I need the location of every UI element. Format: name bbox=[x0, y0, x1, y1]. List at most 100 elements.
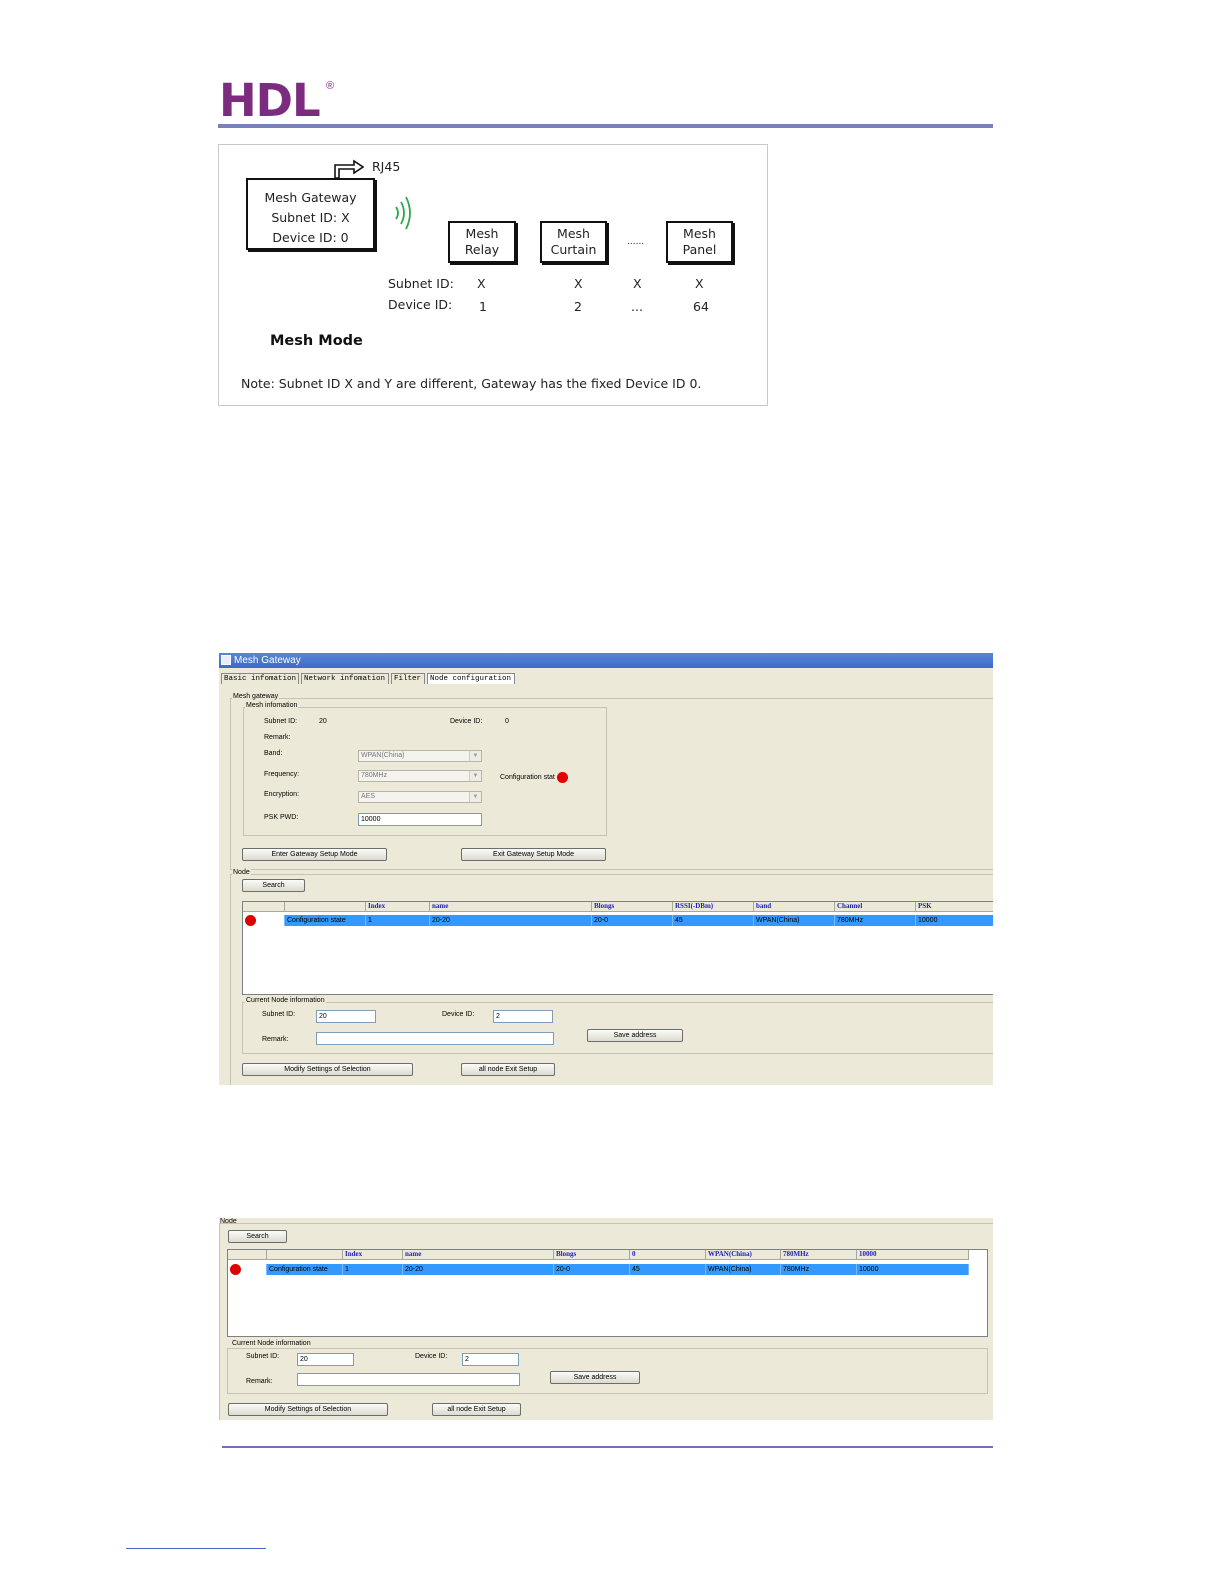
node-group-label: Node bbox=[219, 1218, 238, 1226]
current-subnet-input[interactable]: 20 bbox=[297, 1353, 354, 1366]
exit-gateway-setup-button[interactable]: Exit Gateway Setup Mode bbox=[461, 848, 606, 861]
column-header[interactable]: Blongs bbox=[554, 1250, 630, 1260]
row-status-cell bbox=[228, 1264, 267, 1275]
device-value: 1 bbox=[479, 299, 487, 314]
current-device-input[interactable]: 2 bbox=[493, 1010, 553, 1023]
table-cell: 1 bbox=[343, 1264, 403, 1275]
tab-filter[interactable]: Filter bbox=[391, 673, 425, 684]
current-remark-input[interactable] bbox=[316, 1032, 554, 1045]
ellipsis: ...... bbox=[627, 237, 645, 247]
column-header[interactable]: Channel bbox=[835, 902, 916, 912]
tab-basic-info[interactable]: Basic infomation bbox=[221, 673, 299, 684]
table-cell: 10000 bbox=[857, 1264, 969, 1275]
band-label: Band: bbox=[264, 750, 283, 757]
column-header[interactable]: 10000 bbox=[857, 1250, 969, 1260]
node-group bbox=[219, 1223, 993, 1420]
column-header[interactable]: band bbox=[754, 902, 835, 912]
table-cell: Configuration state bbox=[285, 915, 366, 926]
save-address-button[interactable]: Save address bbox=[550, 1371, 640, 1384]
column-header[interactable]: 0 bbox=[630, 1250, 706, 1260]
table-cell: WPAN(China) bbox=[754, 915, 835, 926]
row-status-indicator bbox=[245, 915, 256, 926]
relay-line: Relay bbox=[464, 242, 500, 257]
config-state-indicator bbox=[557, 772, 568, 783]
current-subnet-label: Subnet ID: bbox=[262, 1011, 296, 1018]
node-section-screenshot: Node Search Index name Blongs 0 WPAN(Chi… bbox=[219, 1218, 993, 1420]
brand-logo: HDL bbox=[219, 74, 321, 127]
gateway-line: Mesh Gateway bbox=[264, 190, 357, 205]
device-value: 2 bbox=[574, 299, 582, 314]
curtain-line: Curtain bbox=[550, 242, 597, 257]
modify-selection-button[interactable]: Modify Settings of Selection bbox=[242, 1063, 413, 1076]
wireless-signal-icon bbox=[395, 196, 411, 230]
mesh-info-group-label: Mesh infomation bbox=[245, 702, 299, 710]
current-node-group-label: Current Node information bbox=[245, 997, 326, 1005]
table-cell: Configuration state bbox=[267, 1264, 343, 1275]
tab-node-configuration[interactable]: Node configuration bbox=[427, 673, 515, 684]
modify-selection-button[interactable]: Modify Settings of Selection bbox=[228, 1403, 388, 1416]
subnet-label: Subnet ID: bbox=[264, 718, 298, 725]
frequency-select[interactable]: 780MHz▼ bbox=[358, 770, 482, 782]
registered-mark: ® bbox=[326, 80, 335, 92]
current-device-label: Device ID: bbox=[442, 1011, 475, 1018]
app-icon bbox=[221, 655, 231, 665]
table-row[interactable]: Configuration state 1 20-20 20-0 45 WPAN… bbox=[243, 915, 993, 926]
psk-label: PSK PWD: bbox=[264, 814, 299, 821]
gateway-box: Mesh Gateway Subnet ID: X Device ID: 0 bbox=[246, 178, 375, 250]
current-remark-input[interactable] bbox=[297, 1373, 520, 1386]
encryption-select-value: AES bbox=[361, 793, 376, 800]
table-cell: 1 bbox=[366, 915, 430, 926]
current-device-input[interactable]: 2 bbox=[462, 1353, 519, 1366]
diagram-note: Note: Subnet ID X and Y are different, G… bbox=[241, 376, 702, 391]
column-header[interactable] bbox=[228, 1250, 267, 1260]
current-subnet-input[interactable]: 20 bbox=[316, 1010, 376, 1023]
column-header[interactable]: WPAN(China) bbox=[706, 1250, 781, 1260]
node-group-label: Node bbox=[232, 869, 251, 877]
column-header[interactable] bbox=[285, 902, 366, 912]
column-header[interactable]: 780MHz bbox=[781, 1250, 857, 1260]
frequency-label: Frequency: bbox=[264, 771, 300, 778]
all-node-exit-button[interactable]: all node Exit Setup bbox=[461, 1063, 555, 1076]
column-header[interactable]: name bbox=[430, 902, 592, 912]
node-table[interactable]: Index name Blongs 0 WPAN(China) 780MHz 1… bbox=[227, 1249, 988, 1337]
table-cell: 780MHz bbox=[781, 1264, 857, 1275]
table-row[interactable]: Configuration state 1 20-20 20-0 45 WPAN… bbox=[228, 1264, 969, 1275]
footer-rule bbox=[222, 1446, 993, 1448]
column-header[interactable]: Blongs bbox=[592, 902, 673, 912]
all-node-exit-button[interactable]: all node Exit Setup bbox=[432, 1403, 521, 1416]
psk-input[interactable]: 10000 bbox=[358, 813, 482, 826]
table-cell: 10000 bbox=[916, 915, 993, 926]
search-button[interactable]: Search bbox=[242, 879, 305, 892]
config-state-label: Configuration stat bbox=[500, 774, 555, 781]
footer-link-underline[interactable] bbox=[126, 1548, 266, 1549]
device-value: 0 bbox=[505, 718, 509, 725]
chevron-down-icon: ▼ bbox=[469, 751, 481, 761]
column-header[interactable]: Index bbox=[343, 1250, 403, 1260]
encryption-label: Encryption: bbox=[264, 791, 300, 798]
save-address-button[interactable]: Save address bbox=[587, 1029, 683, 1042]
subnet-value: X bbox=[633, 276, 642, 291]
band-select[interactable]: WPAN(China)▼ bbox=[358, 750, 482, 762]
current-remark-label: Remark: bbox=[246, 1378, 273, 1385]
search-button[interactable]: Search bbox=[228, 1230, 287, 1243]
mesh-gateway-window: Mesh Gateway Basic infomation Network in… bbox=[219, 653, 993, 1085]
table-cell: 20-0 bbox=[554, 1264, 630, 1275]
node-table[interactable]: Index name Blongs RSSI(-DBm) band Channe… bbox=[242, 901, 993, 995]
current-node-group-label: Current Node information bbox=[231, 1340, 312, 1348]
device-value: 64 bbox=[693, 299, 709, 314]
window-title: Mesh Gateway bbox=[234, 655, 301, 666]
curtain-box: Mesh Curtain bbox=[540, 221, 607, 263]
column-header[interactable]: Index bbox=[366, 902, 430, 912]
tab-network-info[interactable]: Network infomation bbox=[301, 673, 389, 684]
column-header[interactable]: PSK bbox=[916, 902, 993, 912]
subnet-value: 20 bbox=[319, 718, 327, 725]
column-header[interactable] bbox=[243, 902, 285, 912]
column-header[interactable]: RSSI(-DBm) bbox=[673, 902, 754, 912]
enter-gateway-setup-button[interactable]: Enter Gateway Setup Mode bbox=[242, 848, 387, 861]
column-header[interactable] bbox=[267, 1250, 343, 1260]
encryption-select[interactable]: AES▼ bbox=[358, 791, 482, 803]
column-header[interactable]: name bbox=[403, 1250, 554, 1260]
current-node-group bbox=[227, 1348, 988, 1394]
panel-line: Panel bbox=[682, 242, 717, 257]
gateway-line: Subnet ID: X bbox=[271, 210, 350, 225]
